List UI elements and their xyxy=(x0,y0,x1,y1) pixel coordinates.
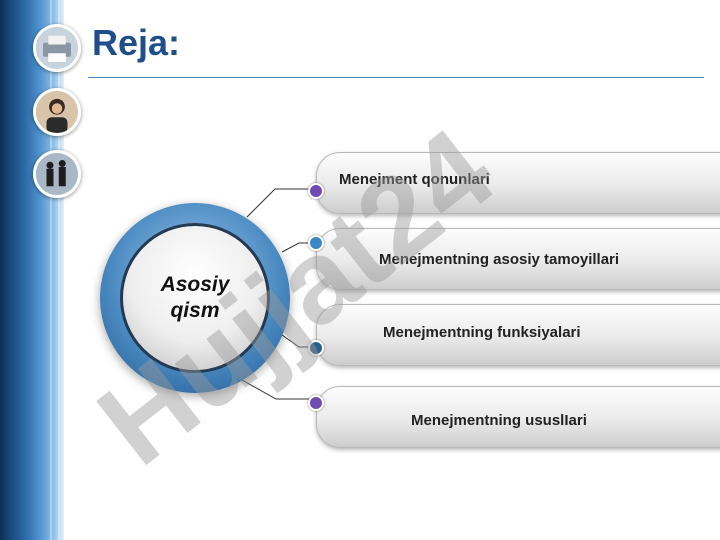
bullet-dot xyxy=(308,235,324,251)
bullet-dot xyxy=(308,183,324,199)
center-label-line1: Asosiy xyxy=(160,272,230,296)
slide-title: Reja: xyxy=(92,22,181,63)
photo-printer-circle xyxy=(33,24,81,72)
photo-businesswoman-circle xyxy=(33,88,81,136)
list-item-label: Menejmentning funksiyalari xyxy=(383,324,581,341)
bullet-dot xyxy=(308,340,324,356)
left-decorative-bar xyxy=(0,0,64,540)
list-item-label: Menejmentning ususlIari xyxy=(411,412,587,429)
photo-businessmen-circle xyxy=(33,150,81,198)
list-item-asosiy-tamoyillari: Menejmentning asosiy tamoyillari xyxy=(316,228,720,290)
list-item-menejment-qonunlari: Menejment qonunlari xyxy=(316,152,720,214)
center-circle: Asosiy qism xyxy=(120,223,270,373)
businesswoman-photo-icon xyxy=(36,91,78,133)
list-item-label: Menejment qonunlari xyxy=(339,171,490,188)
list-item-label: Menejmentning asosiy tamoyillari xyxy=(379,251,620,268)
list-item-ususlari: Menejmentning ususlIari xyxy=(316,386,720,448)
walking-businessmen-photo-icon xyxy=(36,153,78,195)
title-divider xyxy=(88,77,704,78)
list-item-funksiyalari: Menejmentning funksiyalari xyxy=(316,304,720,366)
center-label-line2: qism xyxy=(170,299,220,322)
printer-photo-icon xyxy=(36,27,78,69)
bullet-dot xyxy=(308,395,324,411)
